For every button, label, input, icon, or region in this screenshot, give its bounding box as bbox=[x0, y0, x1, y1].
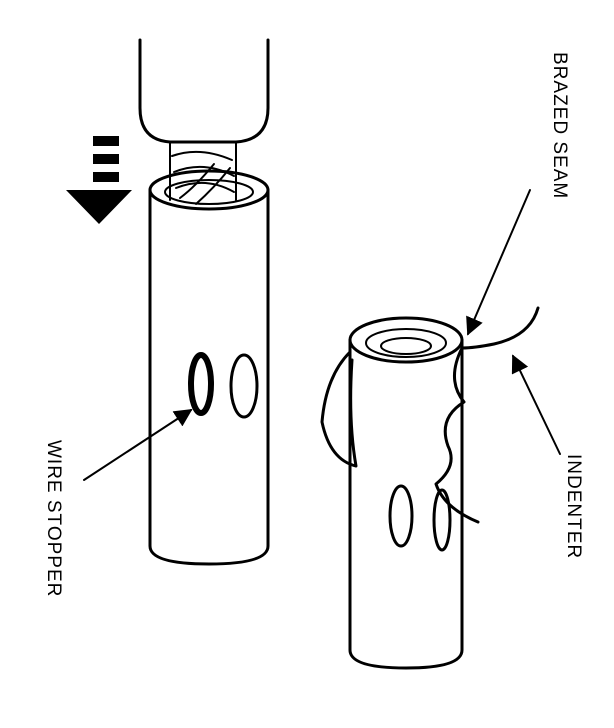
brazed-seam-label: BRAZED SEAM bbox=[549, 52, 570, 199]
wire-stopper-leader-arrow bbox=[83, 409, 193, 481]
left-splice-sleeve bbox=[148, 169, 270, 566]
sleeve-hole bbox=[229, 353, 259, 419]
insulated-wire bbox=[138, 38, 270, 144]
right-splice-sleeve bbox=[320, 316, 464, 670]
indenter-leader-arrow bbox=[511, 354, 561, 455]
wire-stopper-label: WIRE STOPPER bbox=[43, 440, 64, 597]
wire-stopper-hole bbox=[188, 352, 214, 416]
stranded-conductor bbox=[169, 141, 237, 205]
push-down-arrow-icon bbox=[66, 136, 132, 224]
indenter-tool bbox=[434, 306, 540, 524]
indenter-label: INDENTER bbox=[563, 454, 584, 559]
brazed-seam-leader-arrow bbox=[466, 189, 531, 336]
